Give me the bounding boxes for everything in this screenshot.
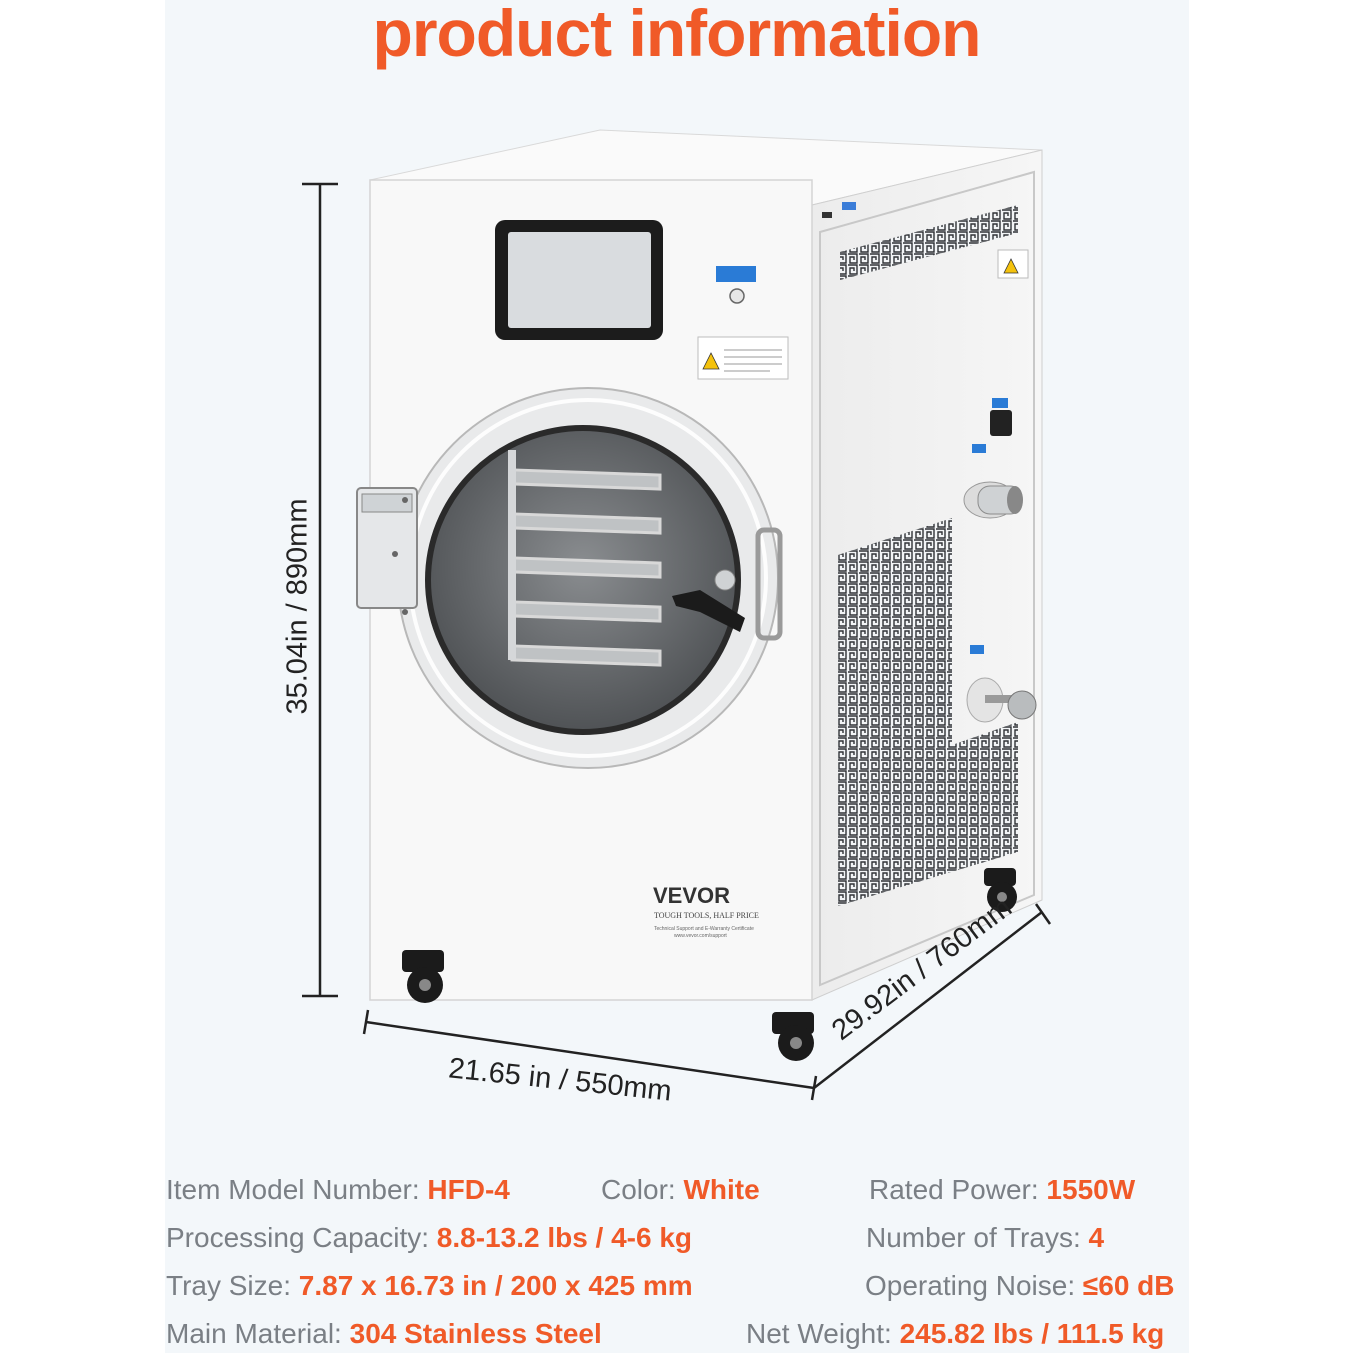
svg-text:www.vevor.com/support: www.vevor.com/support	[674, 933, 727, 939]
svg-text:Technical Support and E-Warran: Technical Support and E-Warranty Certifi…	[654, 926, 754, 932]
depth-dimension-line	[813, 903, 1052, 1089]
spec-model: Item Model Number: HFD-4	[166, 1174, 510, 1205]
spec-rated-power: Rated Power: 1550W	[869, 1174, 1136, 1205]
spec-main-material: Main Material: 304 Stainless Steel	[166, 1318, 602, 1349]
door-clamp	[672, 590, 745, 632]
height-dimension-line	[302, 182, 338, 998]
spec-operating-noise: Operating Noise: ≤60 dB	[865, 1270, 1175, 1301]
trays	[510, 468, 662, 667]
spec-number-of-trays: Number of Trays: 4	[866, 1222, 1105, 1253]
casters	[402, 868, 1017, 1061]
door-handle	[755, 527, 783, 641]
upper-vent	[840, 205, 1018, 280]
svg-text:TOUGH TOOLS, HALF PRICE: TOUGH TOOLS, HALF PRICE	[654, 911, 759, 920]
lower-vent	[838, 518, 1018, 906]
height-label: 35.04in / 890mm	[281, 498, 314, 715]
power-switch-label	[716, 266, 756, 282]
door-hinge	[356, 487, 418, 609]
spec-color: Color: White	[601, 1174, 760, 1205]
spec-processing-capacity: Processing Capacity: 8.8-13.2 lbs / 4-6 …	[166, 1222, 693, 1253]
page-title: product information	[372, 0, 982, 70]
spec-net-weight: Net Weight: 245.82 lbs / 111.5 kg	[746, 1318, 1165, 1349]
power-switch	[729, 288, 745, 304]
spec-tray-size: Tray Size: 7.87 x 16.73 in / 200 x 425 m…	[166, 1270, 693, 1301]
brand-logo: VEVOR	[653, 883, 730, 908]
